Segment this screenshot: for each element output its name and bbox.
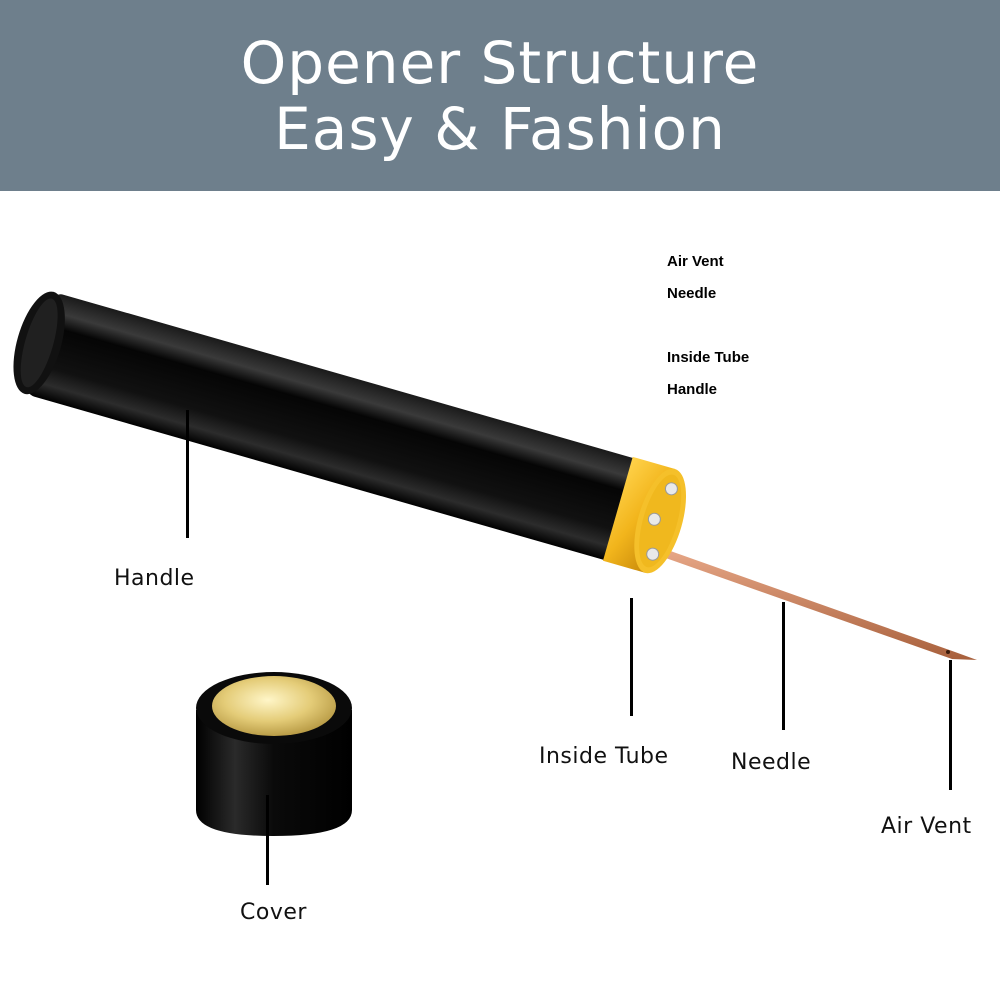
cover-label: Cover [240, 900, 307, 925]
title-banner: Opener Structure Easy & Fashion [0, 0, 1000, 191]
legend-air-vent: Air Vent [667, 253, 724, 270]
handle-label: Handle [114, 566, 195, 591]
needle-leader-line [782, 602, 785, 730]
needle [660, 548, 977, 660]
handle-body [13, 291, 656, 565]
cover-leader-line [266, 795, 269, 885]
inside-tube [602, 456, 687, 574]
cover [196, 672, 352, 836]
title-line-1: Opener Structure [240, 28, 760, 97]
inside-tube-leader-line [630, 598, 633, 716]
title-line-2: Easy & Fashion [274, 94, 726, 163]
legend-handle: Handle [667, 381, 718, 398]
legend-inside-tube: Inside Tube [667, 349, 750, 366]
handle-leader-line [186, 410, 189, 538]
air-vent-label: Air Vent [881, 814, 972, 839]
air-vent-leader-line [949, 660, 952, 790]
legend-needle: Needle [667, 285, 717, 302]
inside-tube-label: Inside Tube [539, 744, 669, 769]
needle-label: Needle [731, 750, 812, 775]
